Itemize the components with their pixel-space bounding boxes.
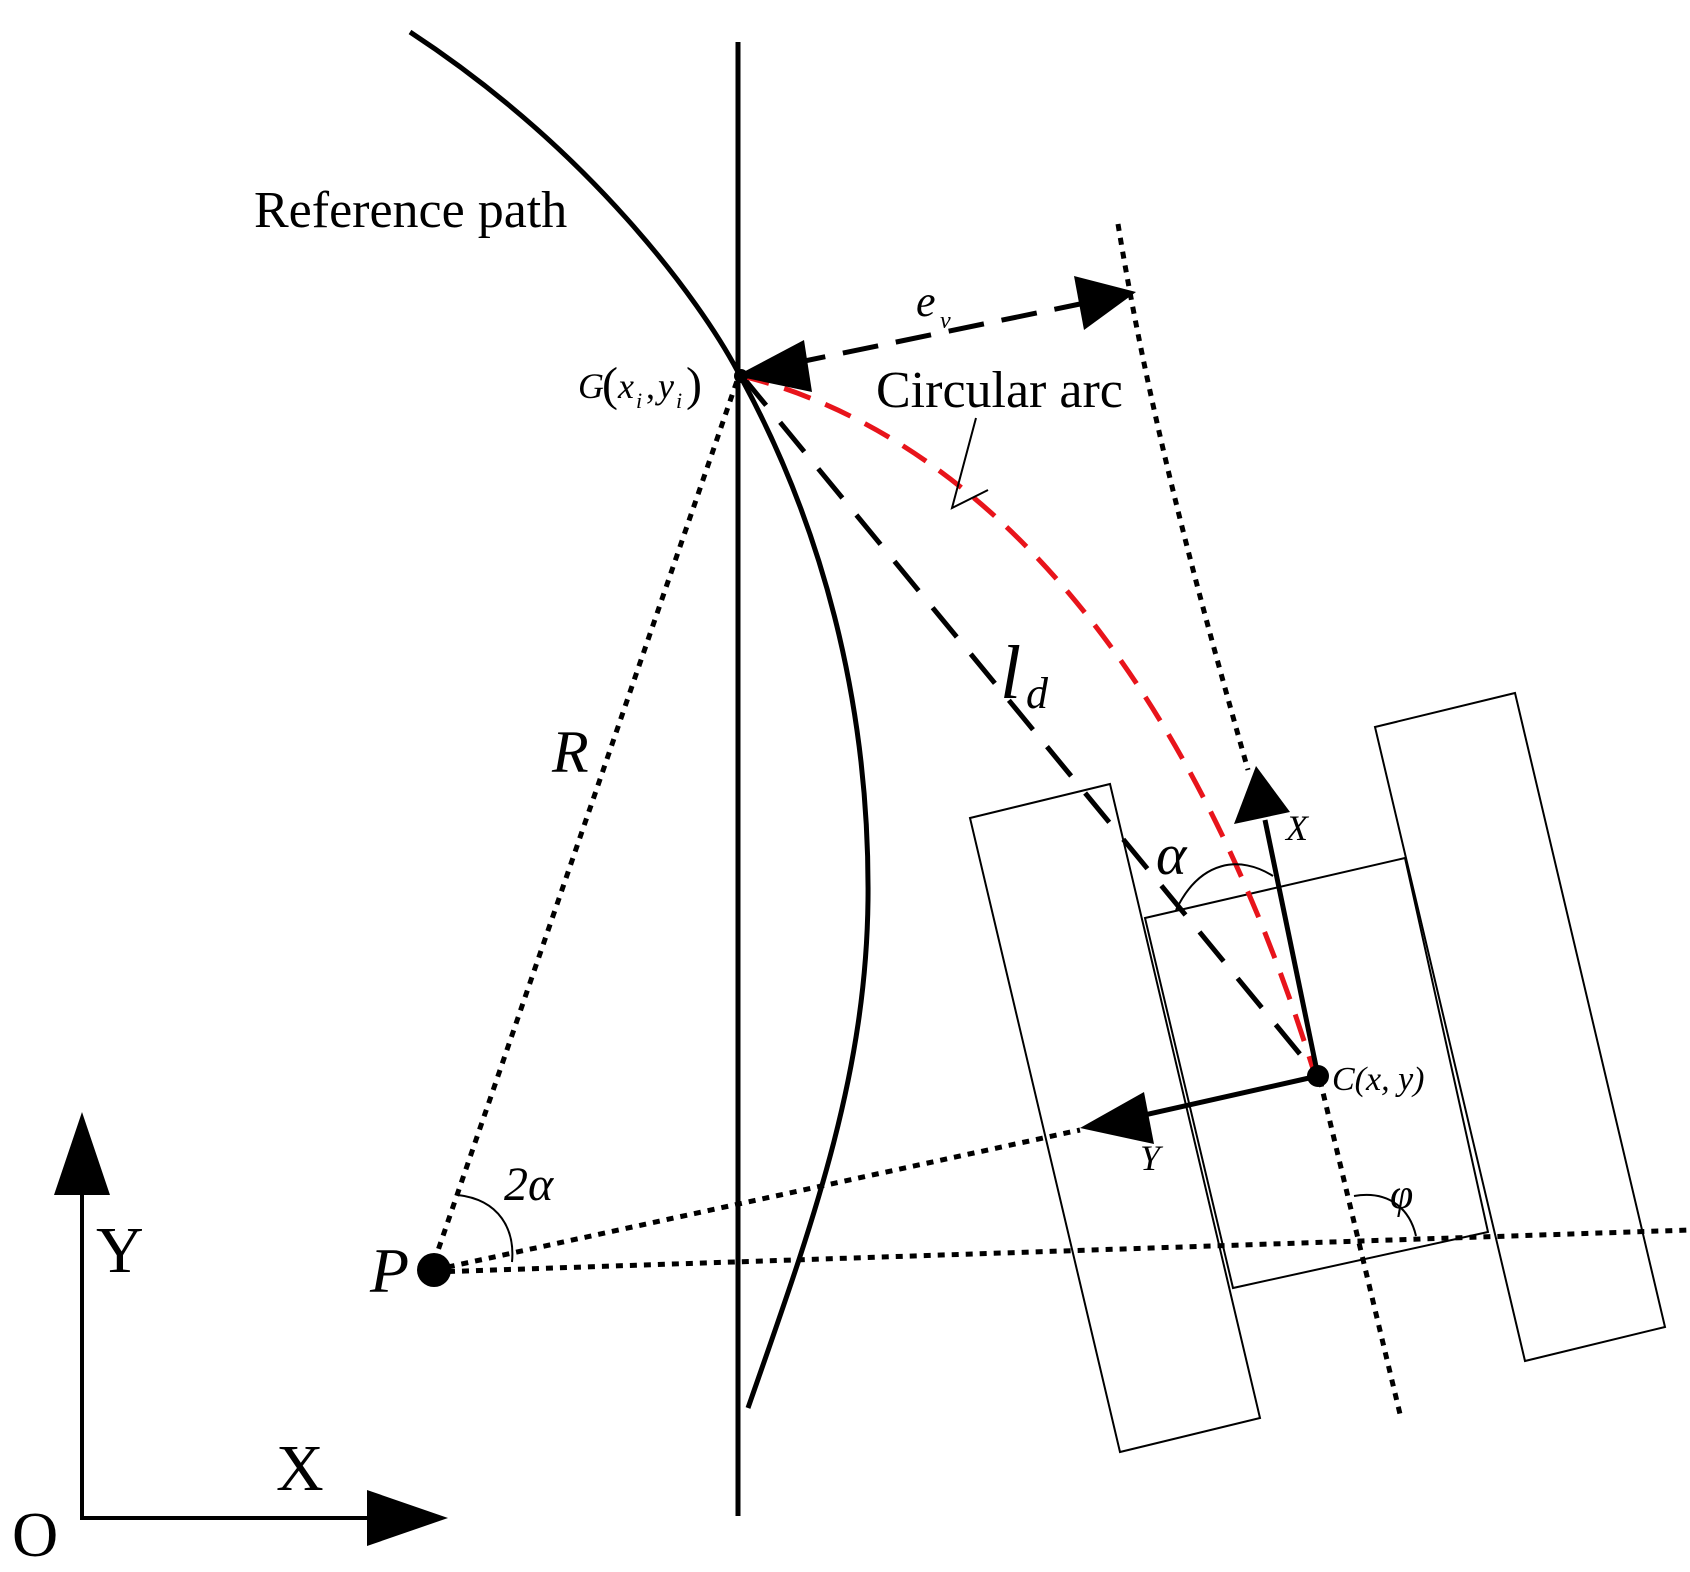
lookahead-l: l xyxy=(1000,631,1021,715)
point-g-y-subscript: i xyxy=(676,388,682,413)
global-axes: Y X O xyxy=(12,1112,448,1570)
two-alpha-label: 2α xyxy=(504,1158,554,1211)
point-g-close-paren: ) xyxy=(686,358,702,411)
vehicle-heading-lower-line xyxy=(1317,1079,1403,1415)
vehicle-x-arrowhead xyxy=(1234,766,1290,824)
vehicle-y-label: Y xyxy=(1140,1138,1164,1178)
vehicle-y-axis-line xyxy=(1139,1073,1319,1119)
point-g-x-subscript: i xyxy=(636,388,642,413)
point-g-y: y xyxy=(655,366,674,406)
radius-label: R xyxy=(551,719,589,785)
vehicle xyxy=(968,691,1667,1454)
global-y-label: Y xyxy=(96,1214,144,1287)
global-x-label: X xyxy=(276,1432,324,1505)
point-c xyxy=(1307,1065,1329,1087)
circular-arc xyxy=(741,373,1317,1073)
point-g xyxy=(734,369,748,383)
point-g-name: G xyxy=(578,366,604,406)
p-to-vehicle-y-line xyxy=(433,1127,1081,1273)
vehicle-heading-line xyxy=(1115,223,1251,771)
construction-lines xyxy=(431,223,1690,1415)
vehicle-y-arrowhead xyxy=(1080,1092,1154,1144)
vehicle-right-wheel xyxy=(1373,691,1667,1363)
lookahead-subscript: d xyxy=(1026,669,1049,718)
vehicle-chassis xyxy=(1143,856,1490,1290)
vehicle-x-axis-line xyxy=(1262,819,1321,1077)
lookahead-chord xyxy=(740,374,1320,1078)
lateral-error-right-arrowhead xyxy=(1074,276,1136,330)
lateral-error-label: e v xyxy=(916,277,951,334)
point-g-comma: , xyxy=(646,366,655,406)
point-p-label: P xyxy=(369,1235,409,1306)
lateral-e: e xyxy=(916,277,936,326)
global-x-arrowhead xyxy=(367,1490,448,1546)
angle-arcs xyxy=(457,863,1417,1263)
alpha-angle-arc xyxy=(1175,863,1274,911)
point-g-open-paren: ( xyxy=(602,358,618,411)
origin-label: O xyxy=(12,1499,58,1570)
reference-path-label: Reference path xyxy=(254,182,567,239)
alpha-label: α xyxy=(1156,822,1188,887)
circular-arc-label: Circular arc xyxy=(876,362,1123,419)
phi-label: φ xyxy=(1390,1172,1413,1218)
lateral-error-arrow xyxy=(736,276,1136,392)
radius-line xyxy=(431,377,741,1263)
circular-arc-pointer xyxy=(950,417,989,510)
point-p xyxy=(417,1253,451,1287)
vehicle-left-wheel xyxy=(968,782,1262,1454)
reference-path-curve xyxy=(408,29,871,1409)
lookahead-distance-label: l d xyxy=(1000,631,1049,718)
lateral-error-line xyxy=(789,301,1081,367)
two-alpha-angle-arc xyxy=(457,1194,514,1263)
global-y-arrowhead xyxy=(54,1112,110,1195)
vehicle-frame xyxy=(1080,766,1321,1144)
vehicle-x-label: X xyxy=(1284,808,1310,848)
point-c-label: C(x, y) xyxy=(1332,1061,1425,1098)
lateral-subscript: v xyxy=(940,308,951,334)
point-g-x: x xyxy=(617,366,634,406)
lateral-error-left-arrowhead xyxy=(736,340,812,392)
phi-angle-arc xyxy=(1353,1193,1417,1237)
point-g-label: G ( x i , y i ) xyxy=(578,358,702,413)
